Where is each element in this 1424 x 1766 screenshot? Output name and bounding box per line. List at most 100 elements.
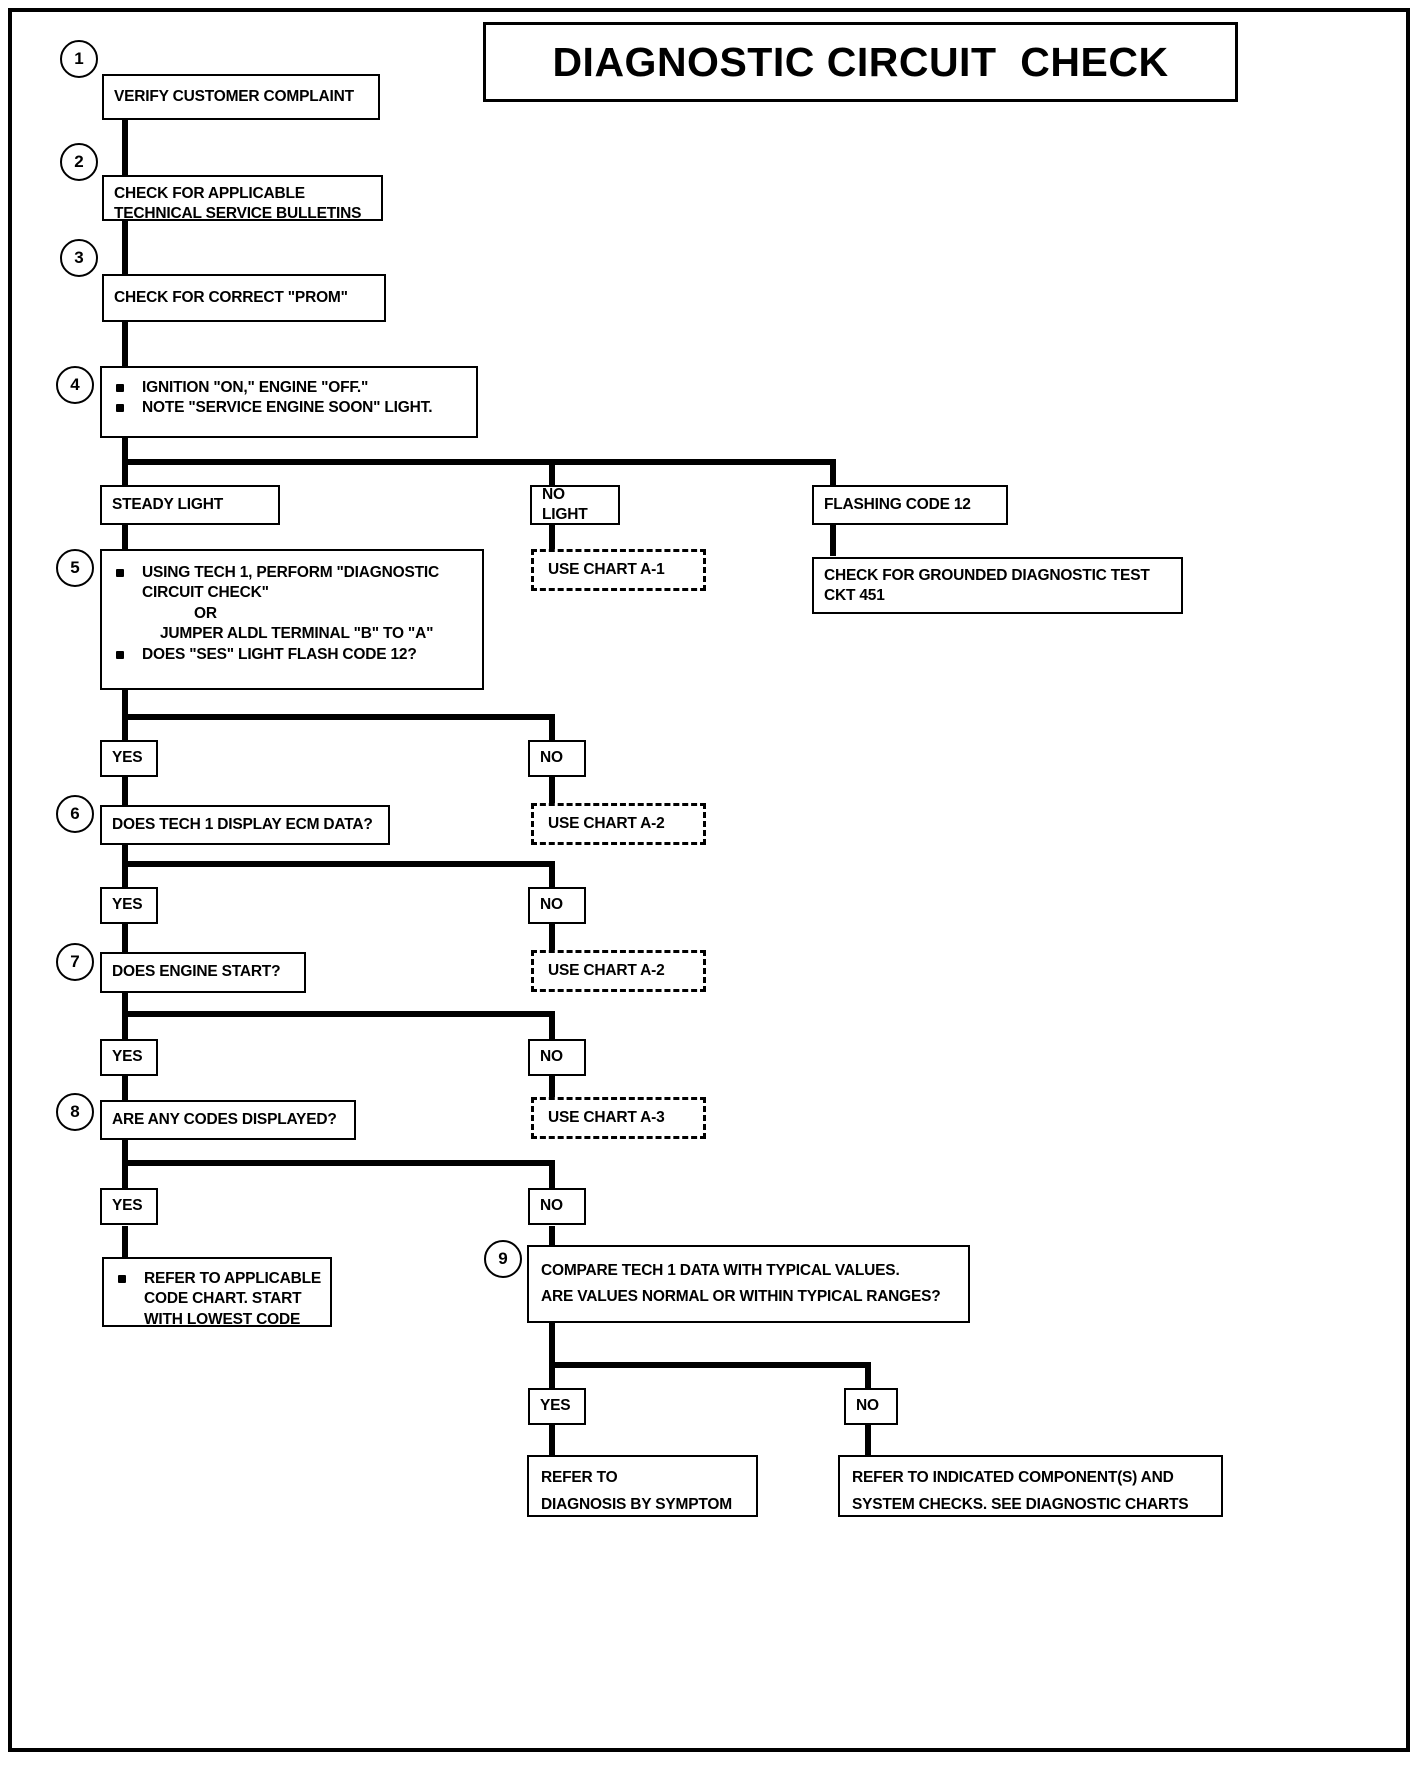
connector-5-yes: [122, 714, 128, 742]
box-verify-complaint[interactable]: VERIFY CUSTOMER COMPLAINT: [102, 74, 380, 120]
box-no-5[interactable]: NO: [844, 1388, 898, 1425]
connector-6-yes: [122, 861, 128, 887]
connector-5-bus-stub: [122, 688, 128, 720]
connector-6-no: [549, 861, 555, 887]
box-yes-3-label: YES: [112, 1048, 143, 1066]
box-use-chart-a2-a[interactable]: USE CHART A-2: [531, 803, 706, 845]
box-refer-code-chart-line2: CODE CHART. START: [144, 1290, 302, 1308]
box-steady-light-label: STEADY LIGHT: [112, 495, 223, 513]
box-step5-bullet-1-line2: CIRCUIT CHECK": [142, 584, 269, 602]
box-no-2-label: NO: [540, 896, 563, 914]
box-no-1[interactable]: NO: [528, 740, 586, 777]
box-yes-2[interactable]: YES: [100, 887, 158, 924]
box-refer-code-chart-line1: REFER TO APPLICABLE: [110, 1269, 324, 1289]
box-diagnosis-by-symptom-line1: REFER TO: [541, 1469, 618, 1486]
box-step5-jumper: JUMPER ALDL TERMINAL "B" TO "A": [160, 625, 434, 643]
box-use-chart-a3-label: USE CHART A-3: [548, 1108, 665, 1126]
connector-yes5-symptom: [549, 1424, 555, 1456]
connector-yes1-6: [122, 775, 128, 805]
box-use-chart-a2-b-label: USE CHART A-2: [548, 961, 665, 979]
connector-4-bus-stub: [122, 437, 128, 465]
chart-title-box: DIAGNOSTIC CIRCUIT CHECK: [483, 22, 1238, 102]
step-number-3: 3: [60, 239, 98, 277]
box-step9-line2: ARE VALUES NORMAL OR WITHIN TYPICAL RANG…: [541, 1288, 941, 1306]
connector-yes3-8: [122, 1075, 128, 1105]
step-number-7: 7: [56, 943, 94, 981]
box-yes-5[interactable]: YES: [528, 1388, 586, 1425]
box-step9[interactable]: COMPARE TECH 1 DATA WITH TYPICAL VALUES.…: [527, 1245, 970, 1323]
connector-yes2-7: [122, 922, 128, 952]
box-step6-label: DOES TECH 1 DISPLAY ECM DATA?: [112, 815, 373, 833]
box-no-light[interactable]: NO LIGHT: [530, 485, 620, 525]
box-refer-code-chart[interactable]: REFER TO APPLICABLE CODE CHART. START WI…: [102, 1257, 332, 1328]
box-refer-component-system[interactable]: REFER TO INDICATED COMPONENT(S) AND SYST…: [838, 1455, 1223, 1517]
connector-7-no: [549, 1011, 555, 1039]
connector-9-no: [865, 1362, 871, 1390]
box-steady-light[interactable]: STEADY LIGHT: [100, 485, 280, 525]
box-step8-label: ARE ANY CODES DISPLAYED?: [112, 1110, 337, 1128]
box-step7-label: DOES ENGINE START?: [112, 963, 281, 981]
connector-bus-flashing: [830, 459, 836, 487]
box-diagnosis-by-symptom-line2: DIAGNOSIS BY SYMPTOM: [541, 1496, 732, 1514]
box-yes-1[interactable]: YES: [100, 740, 158, 777]
connector-8-bus-stub: [122, 1138, 128, 1164]
connector-9-bus: [549, 1362, 871, 1368]
box-check-tsb-line1: CHECK FOR APPLICABLE: [114, 185, 305, 202]
step-number-4: 4: [56, 366, 94, 404]
box-use-chart-a3[interactable]: USE CHART A-3: [531, 1097, 706, 1139]
box-no-4[interactable]: NO: [528, 1188, 586, 1225]
box-step5-bullet-1-line1: USING TECH 1, PERFORM "DIAGNOSTIC: [108, 563, 476, 583]
connector-8-no: [549, 1160, 555, 1188]
connector-7-bus: [122, 1011, 555, 1017]
box-flashing-code-12[interactable]: FLASHING CODE 12: [812, 485, 1008, 525]
box-use-chart-a1[interactable]: USE CHART A-1: [531, 549, 706, 591]
box-check-prom[interactable]: CHECK FOR CORRECT "PROM": [102, 274, 386, 322]
connector-1-2: [122, 118, 128, 180]
box-use-chart-a2-b[interactable]: USE CHART A-2: [531, 950, 706, 992]
step-number-5: 5: [56, 549, 94, 587]
connector-bus-steady: [122, 459, 128, 487]
box-no-3[interactable]: NO: [528, 1039, 586, 1076]
box-step8[interactable]: ARE ANY CODES DISPLAYED?: [100, 1100, 356, 1140]
connector-7-yes: [122, 1011, 128, 1039]
box-yes-3[interactable]: YES: [100, 1039, 158, 1076]
connector-bus-nolight: [549, 459, 555, 487]
box-no-2[interactable]: NO: [528, 887, 586, 924]
connector-9-yes: [549, 1362, 555, 1390]
box-diagnosis-by-symptom[interactable]: REFER TO DIAGNOSIS BY SYMPTOM: [527, 1455, 758, 1517]
box-check-tsb[interactable]: CHECK FOR APPLICABLE TECHNICAL SERVICE B…: [102, 175, 383, 223]
box-check-tsb-line2: TECHNICAL SERVICE BULLETINS: [114, 205, 362, 223]
connector-5-no: [549, 714, 555, 742]
connector-no2-charta2b: [549, 922, 555, 952]
connector-6-bus-stub: [122, 843, 128, 871]
step-number-1: 1: [60, 40, 98, 78]
connector-7-bus-stub: [122, 991, 128, 1017]
step-number-8: 8: [56, 1093, 94, 1131]
connector-yes4-refer: [122, 1226, 128, 1258]
box-check-grounded-ckt[interactable]: CHECK FOR GROUNDED DIAGNOSTIC TEST CKT 4…: [812, 557, 1183, 614]
box-step7[interactable]: DOES ENGINE START?: [100, 952, 306, 993]
connector-8-yes: [122, 1160, 128, 1188]
connector-no5-component: [865, 1424, 871, 1456]
page-border: [8, 8, 1410, 1752]
box-step6[interactable]: DOES TECH 1 DISPLAY ECM DATA?: [100, 805, 390, 845]
box-refer-code-chart-line3: WITH LOWEST CODE: [144, 1310, 301, 1328]
box-step9-line1: COMPARE TECH 1 DATA WITH TYPICAL VALUES.: [541, 1262, 900, 1279]
box-yes-4[interactable]: YES: [100, 1188, 158, 1225]
box-step4[interactable]: IGNITION "ON," ENGINE "OFF." NOTE "SERVI…: [100, 366, 478, 438]
box-step5[interactable]: USING TECH 1, PERFORM "DIAGNOSTIC CIRCUI…: [100, 549, 484, 690]
box-step5-bullet-2: DOES "SES" LIGHT FLASH CODE 12?: [108, 645, 476, 665]
box-yes-5-label: YES: [540, 1397, 571, 1415]
connector-no3-charta3: [549, 1075, 555, 1105]
connector-no1-charta2: [549, 775, 555, 805]
box-refer-component-system-line2: SYSTEM CHECKS. SEE DIAGNOSTIC CHARTS: [852, 1496, 1189, 1514]
box-use-chart-a1-label: USE CHART A-1: [548, 560, 665, 578]
connector-9-bus-stub: [549, 1323, 555, 1369]
box-use-chart-a2-a-label: USE CHART A-2: [548, 814, 665, 832]
step-number-9: 9: [484, 1240, 522, 1278]
box-yes-2-label: YES: [112, 896, 143, 914]
box-yes-1-label: YES: [112, 749, 143, 767]
connector-no4-9: [549, 1226, 555, 1258]
box-no-3-label: NO: [540, 1048, 563, 1066]
